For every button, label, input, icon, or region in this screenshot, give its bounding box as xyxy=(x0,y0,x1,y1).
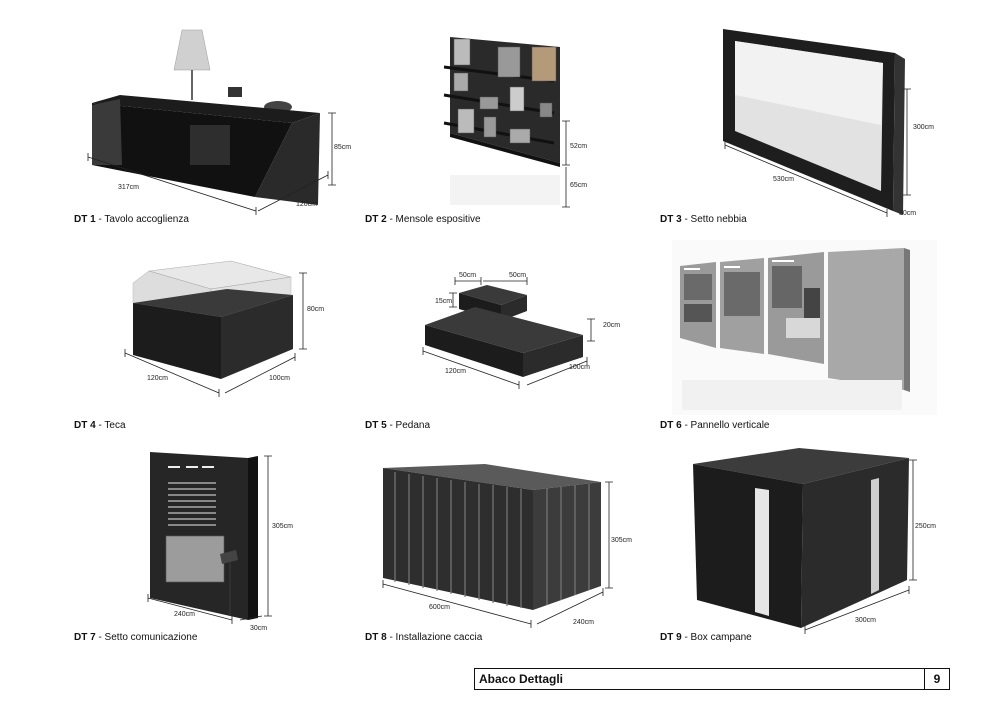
caption-name: - Setto comunicazione xyxy=(95,632,198,643)
caption-name: - Box campane xyxy=(681,632,752,643)
dt1-dim-height: 85cm xyxy=(334,144,351,151)
dt2-dim-top: 52cm xyxy=(570,143,587,150)
detail-dt8: 600cm 240cm 305cm xyxy=(375,460,645,635)
dt4-dim-width: 120cm xyxy=(147,375,168,382)
caption-name: - Pedana xyxy=(386,420,431,431)
dt2-dim-bottom: 65cm xyxy=(570,182,587,189)
dt5-dim-step-height: 15cm xyxy=(435,298,452,305)
caption-code: DT 7 xyxy=(74,632,96,643)
dt3-dim-height: 300cm xyxy=(913,124,934,131)
caption-dt8: DT 8 - Installazione caccia xyxy=(365,632,482,643)
detail-dt4: 120cm 100cm 80cm xyxy=(115,255,335,405)
dt4-render xyxy=(124,260,307,397)
caption-dt9: DT 9 - Box campane xyxy=(660,632,752,643)
caption-name: - Teca xyxy=(95,420,126,431)
dt1-dim-depth: 120cm xyxy=(296,201,317,208)
dt8-dim-height: 305cm xyxy=(611,537,632,544)
caption-code: DT 8 xyxy=(365,632,387,643)
caption-code: DT 6 xyxy=(660,420,682,431)
detail-dt3: 530cm 30cm 300cm xyxy=(715,25,955,220)
document-title: Abaco Dettagli xyxy=(479,672,564,686)
dt2-render xyxy=(443,37,570,208)
dt8-dim-depth: 240cm xyxy=(573,619,594,626)
caption-code: DT 1 xyxy=(74,214,96,225)
caption-code: DT 9 xyxy=(660,632,682,643)
caption-name: - Installazione caccia xyxy=(386,632,483,643)
dt8-render xyxy=(382,464,613,628)
caption-dt6: DT 6 - Pannello verticale xyxy=(660,420,770,431)
dt8-dim-width: 600cm xyxy=(429,604,450,611)
caption-code: DT 5 xyxy=(365,420,387,431)
dt5-render xyxy=(422,277,595,389)
caption-code: DT 3 xyxy=(660,214,682,225)
dt7-dim-depth: 30cm xyxy=(250,625,267,632)
dt7-dim-width: 240cm xyxy=(174,611,195,618)
dt5-dim-base-height: 20cm xyxy=(603,322,620,329)
dt7-dim-height: 305cm xyxy=(272,523,293,530)
dt9-dim-height: 250cm xyxy=(915,523,936,530)
detail-dt5: 50cm 50cm 15cm 20cm 120cm 100cm xyxy=(415,265,630,395)
caption-code: DT 4 xyxy=(74,420,96,431)
page-number: 9 xyxy=(933,672,941,686)
caption-dt5: DT 5 - Pedana xyxy=(365,420,430,431)
detail-dt1: 317cm 120cm 85cm xyxy=(60,25,360,215)
title-block: Abaco Dettagli 9 xyxy=(474,668,950,690)
detail-dt9: 300cm 250cm xyxy=(685,440,955,635)
caption-name: - Pannello verticale xyxy=(681,420,770,431)
dt3-dim-width: 530cm xyxy=(773,176,794,183)
caption-dt1: DT 1 - Tavolo accoglienza xyxy=(74,214,189,225)
dt1-render xyxy=(87,29,336,215)
detail-dt6 xyxy=(672,240,937,415)
dt3-render xyxy=(723,29,911,217)
caption-name: - Setto nebbia xyxy=(681,214,747,225)
dt5-dim-top-left: 50cm xyxy=(459,272,476,279)
dt7-render xyxy=(147,452,272,624)
caption-dt2: DT 2 - Mensole espositive xyxy=(365,214,481,225)
dt5-dim-top-right: 50cm xyxy=(509,272,526,279)
caption-dt3: DT 3 - Setto nebbia xyxy=(660,214,747,225)
dt4-dim-depth: 100cm xyxy=(269,375,290,382)
dt4-dim-height: 80cm xyxy=(307,306,324,313)
dt5-dim-width: 120cm xyxy=(445,368,466,375)
dt9-dim-width: 300cm xyxy=(855,617,876,624)
caption-name: - Mensole espositive xyxy=(386,214,481,225)
caption-name: - Tavolo accoglienza xyxy=(95,214,189,225)
dt6-render xyxy=(672,240,937,415)
dt5-dim-depth: 100cm xyxy=(569,364,590,371)
detail-dt2: 52cm 65cm xyxy=(430,25,610,215)
dt3-dim-depth: 30cm xyxy=(899,210,916,217)
dt9-render xyxy=(693,448,917,634)
dt1-dim-width: 317cm xyxy=(118,184,139,191)
caption-code: DT 2 xyxy=(365,214,387,225)
detail-dt7: 240cm 30cm 305cm xyxy=(140,448,310,633)
caption-dt4: DT 4 - Teca xyxy=(74,420,126,431)
caption-dt7: DT 7 - Setto comunicazione xyxy=(74,632,197,643)
title-block-divider xyxy=(924,669,925,689)
